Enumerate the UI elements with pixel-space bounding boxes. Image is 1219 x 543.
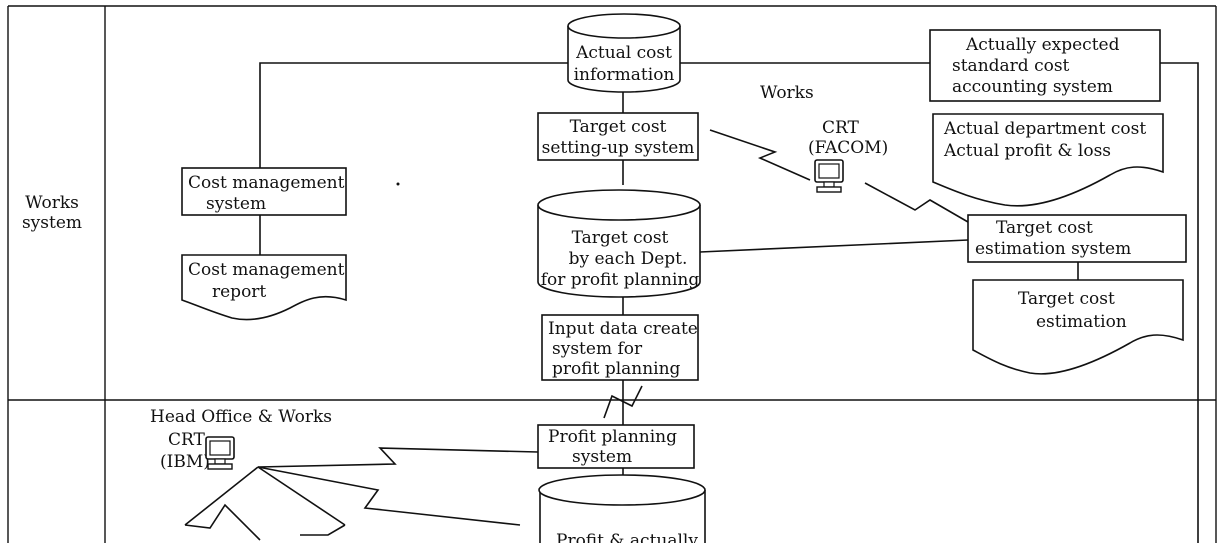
node-text: standard cost <box>952 56 1070 76</box>
section-label-line: system <box>22 213 82 233</box>
actual-cost-information-db: Actual cost information <box>567 13 681 93</box>
node-text: system <box>206 194 266 214</box>
crt-ibm-label: (IBM) <box>160 452 210 472</box>
target-cost-estimation-system-box: Target cost estimation system <box>967 214 1187 263</box>
stray-dot <box>396 182 400 186</box>
crt-ibm-label: CRT <box>168 430 206 450</box>
node-text: Actual cost <box>575 43 672 63</box>
crt-facom-label: CRT <box>822 118 860 138</box>
monitor-icon <box>205 436 235 470</box>
node-text: for profit planning <box>541 270 700 290</box>
node-text: Input data create <box>548 319 698 339</box>
node-text: Target cost <box>572 228 669 248</box>
node-text: Profit planning <box>548 427 677 447</box>
node-text: information <box>574 65 675 85</box>
node-text: setting-up system <box>542 138 695 158</box>
node-text: Actual profit & loss <box>943 141 1111 161</box>
target-cost-setting-up-system-box: Target cost setting-up system <box>537 112 699 161</box>
cost-management-system-box: Cost management system <box>181 167 347 216</box>
section-label-line: Works <box>25 193 79 213</box>
works-label: Works <box>760 83 814 103</box>
node-text: system <box>572 447 632 467</box>
node-text: system for <box>552 339 643 359</box>
node-text: accounting system <box>952 77 1113 97</box>
node-text: Target cost <box>570 117 667 137</box>
node-text: Target cost <box>996 218 1093 238</box>
node-text: report <box>212 282 266 302</box>
floating-labels: Works Head Office & Works CRT (FACOM) CR… <box>150 83 888 472</box>
head-office-works-label: Head Office & Works <box>150 407 332 427</box>
node-text: by each Dept. <box>569 249 688 269</box>
standard-cost-accounting-system-box: Actually expected standard cost accounti… <box>929 29 1161 102</box>
section-label-works-system: Works system <box>22 193 82 233</box>
node-text: estimation system <box>975 239 1131 259</box>
node-text: Target cost <box>1018 289 1115 309</box>
input-data-create-system-box: Input data create system for profit plan… <box>541 314 699 381</box>
target-cost-estimation-doc: Target cost estimation <box>972 279 1184 375</box>
cost-management-report-doc: Cost management report <box>181 254 347 321</box>
profit-planning-system-box: Profit planning system <box>537 424 695 469</box>
connectors <box>184 62 1199 543</box>
target-cost-by-dept-db: Target cost by each Dept. for profit pla… <box>537 189 701 298</box>
node-text: profit planning <box>552 359 681 379</box>
node-text: Cost management <box>188 173 345 193</box>
diagram-frame <box>7 5 1217 543</box>
node-text: Actually expected <box>965 35 1120 55</box>
node-text: Profit & actually <box>556 531 698 543</box>
profit-actually-db: Profit & actually <box>538 474 706 543</box>
monitor-icon <box>814 159 844 193</box>
node-text: estimation <box>1036 312 1127 332</box>
node-text: Cost management <box>188 260 345 280</box>
actual-department-cost-doc: Actual department cost Actual profit & l… <box>932 113 1164 207</box>
node-text: Actual department cost <box>943 119 1146 139</box>
crt-facom-label: (FACOM) <box>808 138 888 158</box>
